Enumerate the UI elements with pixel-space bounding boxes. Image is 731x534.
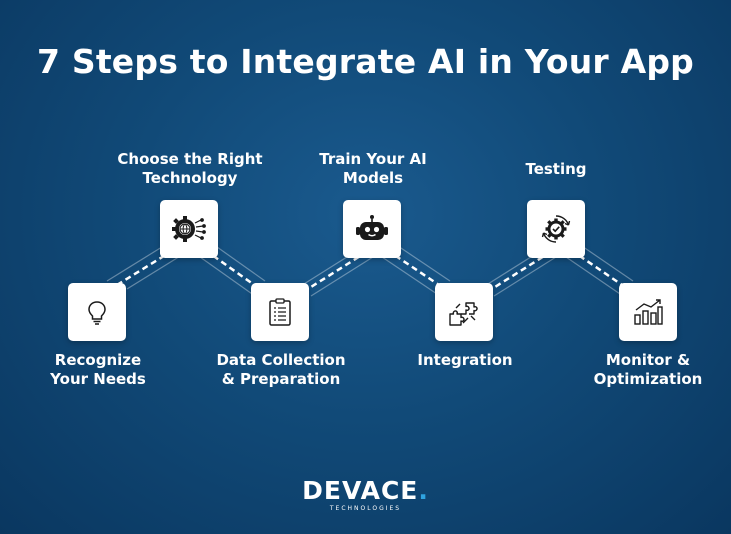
clipboard-icon [269,298,291,326]
brand-dot-icon: . [418,476,429,505]
step-3-label: Data Collection& Preparation [216,351,346,388]
step-1-box [68,283,126,341]
page-title: 7 Steps to Integrate AI in Your App [37,42,694,81]
step-6-label: Testing [525,160,587,178]
step-3-box [251,283,309,341]
lightbulb-icon [88,301,106,325]
brand-name: DEVACE [302,476,419,505]
gear-check-icon [541,215,571,243]
step-7-box [619,283,677,341]
puzzle-icon [449,302,478,326]
brand-logo: DEVACE. TECHNOLOGIES [0,476,731,512]
step-5-box [435,283,493,341]
globe-gear-icon [172,216,206,242]
bar-chart-icon [634,299,663,325]
step-2-box [160,200,218,258]
step-6-box [527,200,585,258]
brand-subtitle: TECHNOLOGIES [329,505,402,512]
step-4-box [343,200,401,258]
robot-icon [356,215,388,240]
step-5-label: Integration [417,351,513,369]
step-7-label: Monitor &Optimization [593,351,703,388]
